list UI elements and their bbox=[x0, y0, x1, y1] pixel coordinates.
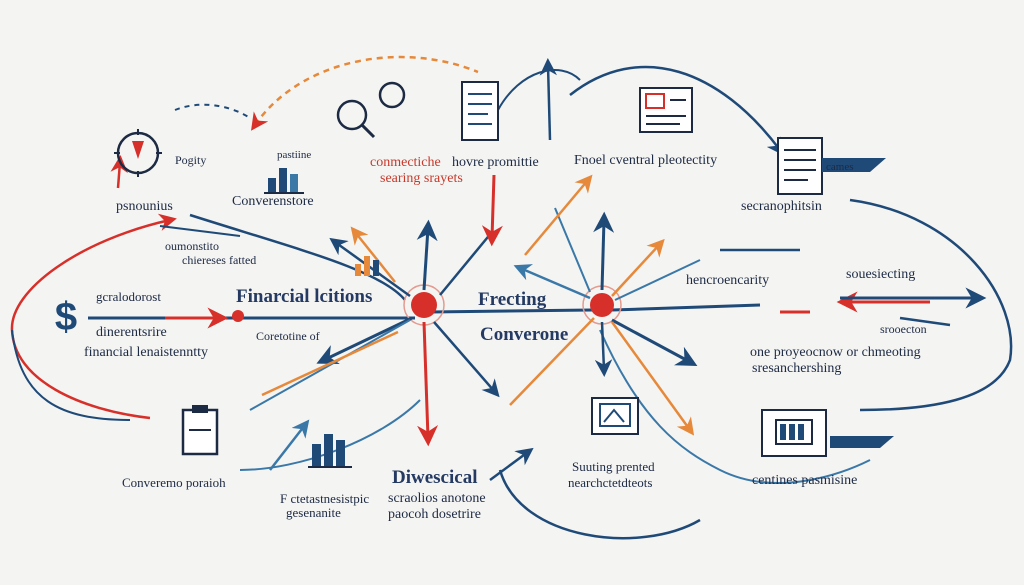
outer-curve-right bbox=[849, 198, 1013, 412]
clipboard-icon bbox=[181, 405, 219, 456]
main-axis-mid bbox=[429, 308, 593, 314]
label-diwescical: Diwescical bbox=[392, 467, 478, 488]
arrow-hub-up bbox=[416, 219, 438, 291]
arrow-hub-down-red bbox=[417, 321, 439, 447]
outer-curve-top-right bbox=[569, 65, 785, 156]
label-one-prooemocw: one proyeocnow or chmeoting bbox=[750, 345, 921, 360]
label-souesiecting: souesiecting bbox=[846, 267, 916, 282]
label-hovre-promitite: hovre promittie bbox=[452, 155, 539, 170]
monitor-icon bbox=[761, 409, 827, 457]
magnifier-icon bbox=[336, 99, 376, 139]
label-secranopitisn: secranophitsin bbox=[741, 199, 822, 214]
bar-chart-icon bbox=[308, 434, 352, 468]
label-fnecting: Frecting bbox=[478, 289, 547, 310]
outer-curve-left-red bbox=[10, 213, 177, 420]
hub-right bbox=[590, 293, 614, 317]
label-scraolios-anotone: scraolios anotone bbox=[388, 491, 486, 506]
arrow-hub-upleft bbox=[329, 237, 411, 298]
outer-curve-top-arc bbox=[497, 69, 581, 111]
flag-icon bbox=[830, 436, 894, 448]
red-arrow-upper-left bbox=[110, 155, 128, 189]
label-sresanchershing: sresanchershing bbox=[752, 361, 842, 376]
folder-icon bbox=[591, 397, 639, 435]
label-converenstore: Converenstore bbox=[232, 194, 314, 209]
label-convernemo-poraioh: Converemo poraioh bbox=[122, 475, 226, 490]
bar-chart-icon bbox=[264, 168, 304, 194]
label-searing-sraygets: searing srayets bbox=[380, 171, 463, 186]
label-pastiine: pastiine bbox=[277, 149, 312, 161]
label-nearchitedteots: nearchctetdteots bbox=[568, 475, 653, 490]
hub-left bbox=[411, 292, 437, 318]
navy-curl-left bbox=[159, 225, 241, 237]
label-chiereses-fatted: chiereses fatted bbox=[182, 253, 257, 267]
label-paocch-doectire: paocoh dosetrire bbox=[388, 507, 481, 522]
label-suuting-prented: Suuting prented bbox=[572, 459, 655, 474]
arrow-hub-upright bbox=[439, 231, 493, 296]
arrow-rhub-far-upright bbox=[614, 259, 701, 301]
label-conmectiche: conmectiche bbox=[370, 155, 441, 170]
svg-text:$: $ bbox=[55, 295, 77, 339]
outer-curve-bottom-right bbox=[599, 329, 871, 484]
flag-icon bbox=[822, 158, 886, 172]
label-hencroencarity: hencroencarity bbox=[686, 273, 770, 288]
label-financial-lcitrions: Finarcial lcitions bbox=[236, 286, 373, 307]
main-axis-right bbox=[611, 303, 761, 312]
arrow-orange-lower-left bbox=[261, 330, 399, 397]
label-dinerentsrire: dinerentsrire bbox=[96, 325, 167, 340]
arrow-orange-upper-left bbox=[350, 226, 396, 283]
magnifier-icon bbox=[378, 81, 406, 109]
arrow-upper-mid-vertical bbox=[539, 58, 558, 141]
arrow-rhub-orange-lower bbox=[610, 321, 695, 436]
arrow-rhub-downright bbox=[611, 318, 698, 366]
dashed-blue-left bbox=[174, 103, 251, 119]
label-corelotine-of: Coretotine of bbox=[256, 329, 320, 343]
arrow-rhub-down bbox=[594, 321, 613, 377]
outer-curve-left-navy bbox=[189, 213, 406, 301]
compass-icon bbox=[114, 129, 162, 177]
document-icon bbox=[461, 81, 499, 141]
arrow-rhub-downleft-orange bbox=[509, 317, 595, 406]
outer-curve-bottom-left bbox=[11, 329, 131, 421]
arrow-bottom-up bbox=[489, 447, 534, 482]
label-srooecton: srooecton bbox=[880, 322, 927, 336]
arrow-rhub-upright-orange bbox=[611, 238, 665, 297]
arrow-rhub-up bbox=[593, 211, 615, 291]
label-centines-pasmisine: centines pasmisine bbox=[752, 473, 858, 488]
label-oumonstito: oumonstito bbox=[165, 239, 220, 253]
label-psnounius: psnounius bbox=[116, 199, 173, 214]
document-icon bbox=[777, 137, 823, 195]
red-dot-left bbox=[232, 310, 244, 322]
label-f-ctetastnesistpic: F ctetastnesistpic bbox=[280, 491, 370, 506]
label-gesenanite: gesenanite bbox=[286, 505, 341, 520]
arrow-hub-left-lower bbox=[249, 319, 411, 411]
arrow-lower-left-upward bbox=[269, 419, 310, 471]
arrow-rhub-upleft bbox=[513, 264, 591, 300]
bar-chart-icon bbox=[355, 256, 379, 276]
arrow-red-upper bbox=[481, 174, 503, 247]
label-pogity: Pogity bbox=[175, 153, 207, 167]
document-icon bbox=[639, 87, 693, 133]
arrow-hub-downleft bbox=[316, 316, 413, 365]
label-cames: cames bbox=[826, 161, 854, 173]
label-financial-lanaistentty: financial lenaistenntty bbox=[84, 345, 209, 360]
label-fnoel-cventral: Fnoel cventral pleotectity bbox=[574, 153, 718, 168]
arrow-hub-down-right bbox=[433, 321, 500, 398]
navy-short-right bbox=[899, 316, 951, 327]
label-geralodorost: gcralodorost bbox=[96, 289, 161, 304]
outer-curve-bottom bbox=[498, 469, 701, 540]
arrow-upper-left-mid bbox=[524, 174, 593, 256]
dollar-icon: $ bbox=[55, 295, 77, 339]
label-converone: Converone bbox=[480, 324, 569, 345]
arrow-rhub-upleft-far bbox=[554, 207, 591, 293]
dashed-orange-top bbox=[251, 55, 479, 131]
